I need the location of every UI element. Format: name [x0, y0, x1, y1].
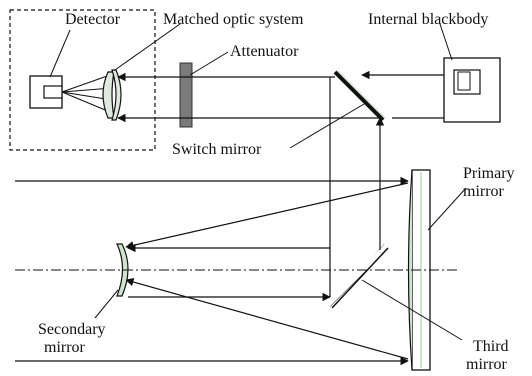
internal-blackbody-label: Internal blackbody — [368, 11, 488, 28]
attenuator-label: Attenuator — [230, 43, 299, 60]
switch-mirror — [333, 70, 386, 122]
primary-mirror-label-line2: mirror — [463, 183, 505, 200]
matched-optic-label: Matched optic system — [163, 11, 304, 28]
switch-mirror-label: Switch mirror — [172, 141, 262, 158]
detector-leader — [49, 29, 71, 78]
incoming-rays — [15, 176, 409, 366]
blackbody-leader — [439, 23, 453, 61]
third-mirror-label-line1: Third — [473, 338, 509, 355]
switch-mirror-leader — [289, 103, 365, 149]
secondary-to-third-rays — [127, 243, 331, 302]
detector-element — [43, 85, 63, 99]
detector-enclosure — [9, 9, 156, 151]
calibration-beams — [117, 70, 444, 297]
attenuator-leader — [189, 51, 229, 76]
third-mirror-leader — [361, 279, 463, 341]
primary-to-secondary-rays — [125, 182, 409, 360]
detector-label: Detector — [65, 11, 121, 28]
third-mirror-label-line2: mirror — [466, 356, 508, 373]
third-mirror — [328, 244, 389, 309]
matched-optic-lens — [102, 69, 122, 121]
secondary-mirror-label-line1: Secondary — [38, 321, 106, 338]
secondary-mirror-leader — [94, 289, 119, 319]
primary-mirror-label-line1: Primary — [463, 165, 515, 182]
blackbody-element — [457, 71, 471, 91]
matched-optic-leader — [114, 23, 181, 71]
primary-mirror-leader — [427, 187, 467, 231]
attenuator — [179, 62, 193, 128]
secondary-mirror — [116, 243, 129, 297]
secondary-mirror-label-line2: mirror — [44, 339, 86, 356]
